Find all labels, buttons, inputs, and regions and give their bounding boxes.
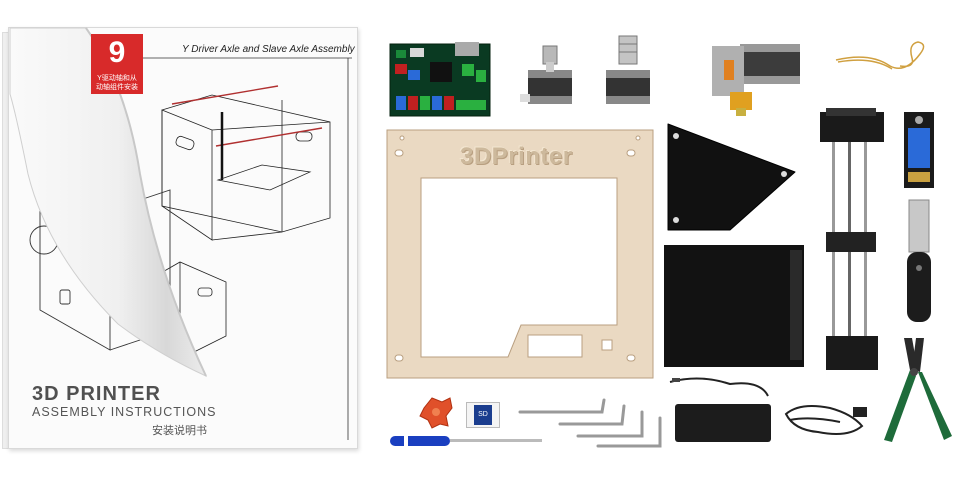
scraper-icon (907, 199, 931, 322)
power-adapter-icon (669, 377, 771, 442)
screwdriver-icon (390, 436, 542, 446)
z-axis-icon (820, 108, 884, 370)
pliers-icon (884, 338, 952, 442)
sd-card-icon: SD (474, 405, 492, 425)
manual-line-drawings (12, 57, 352, 440)
extruder-icon (712, 44, 800, 116)
frame-engraved-text: 3DPrinter (460, 143, 573, 170)
cover-subtitle: ASSEMBLY INSTRUCTIONS (32, 405, 217, 419)
frame-panel-icon (386, 129, 654, 379)
stepper-motor-icon (606, 35, 650, 104)
step-number: 9 (108, 36, 126, 69)
sd-card-case: SD (466, 402, 500, 428)
square-panel-icon (664, 245, 804, 367)
power-cord-icon (784, 405, 867, 435)
cable-icon (835, 41, 925, 70)
step-title: Y Driver Axle and Slave Axle Assembly (182, 44, 355, 55)
stepper-motor-icon (520, 45, 572, 104)
triangle-panel-icon (667, 123, 796, 231)
step-badge: 9 Y驱动轴和从 动轴组件安装 (91, 34, 143, 94)
cover-subtitle-cn: 安装说明书 (152, 425, 207, 437)
printer-frame-drawing-top (161, 85, 331, 241)
cover-title: 3D PRINTER (32, 383, 161, 405)
knob-icon (419, 397, 453, 429)
step-subtitle: Y驱动轴和从 动轴组件安装 (96, 75, 138, 91)
lcd-module-icon (904, 112, 934, 188)
control-board-icon (389, 42, 491, 117)
hex-key-icon (518, 398, 662, 448)
